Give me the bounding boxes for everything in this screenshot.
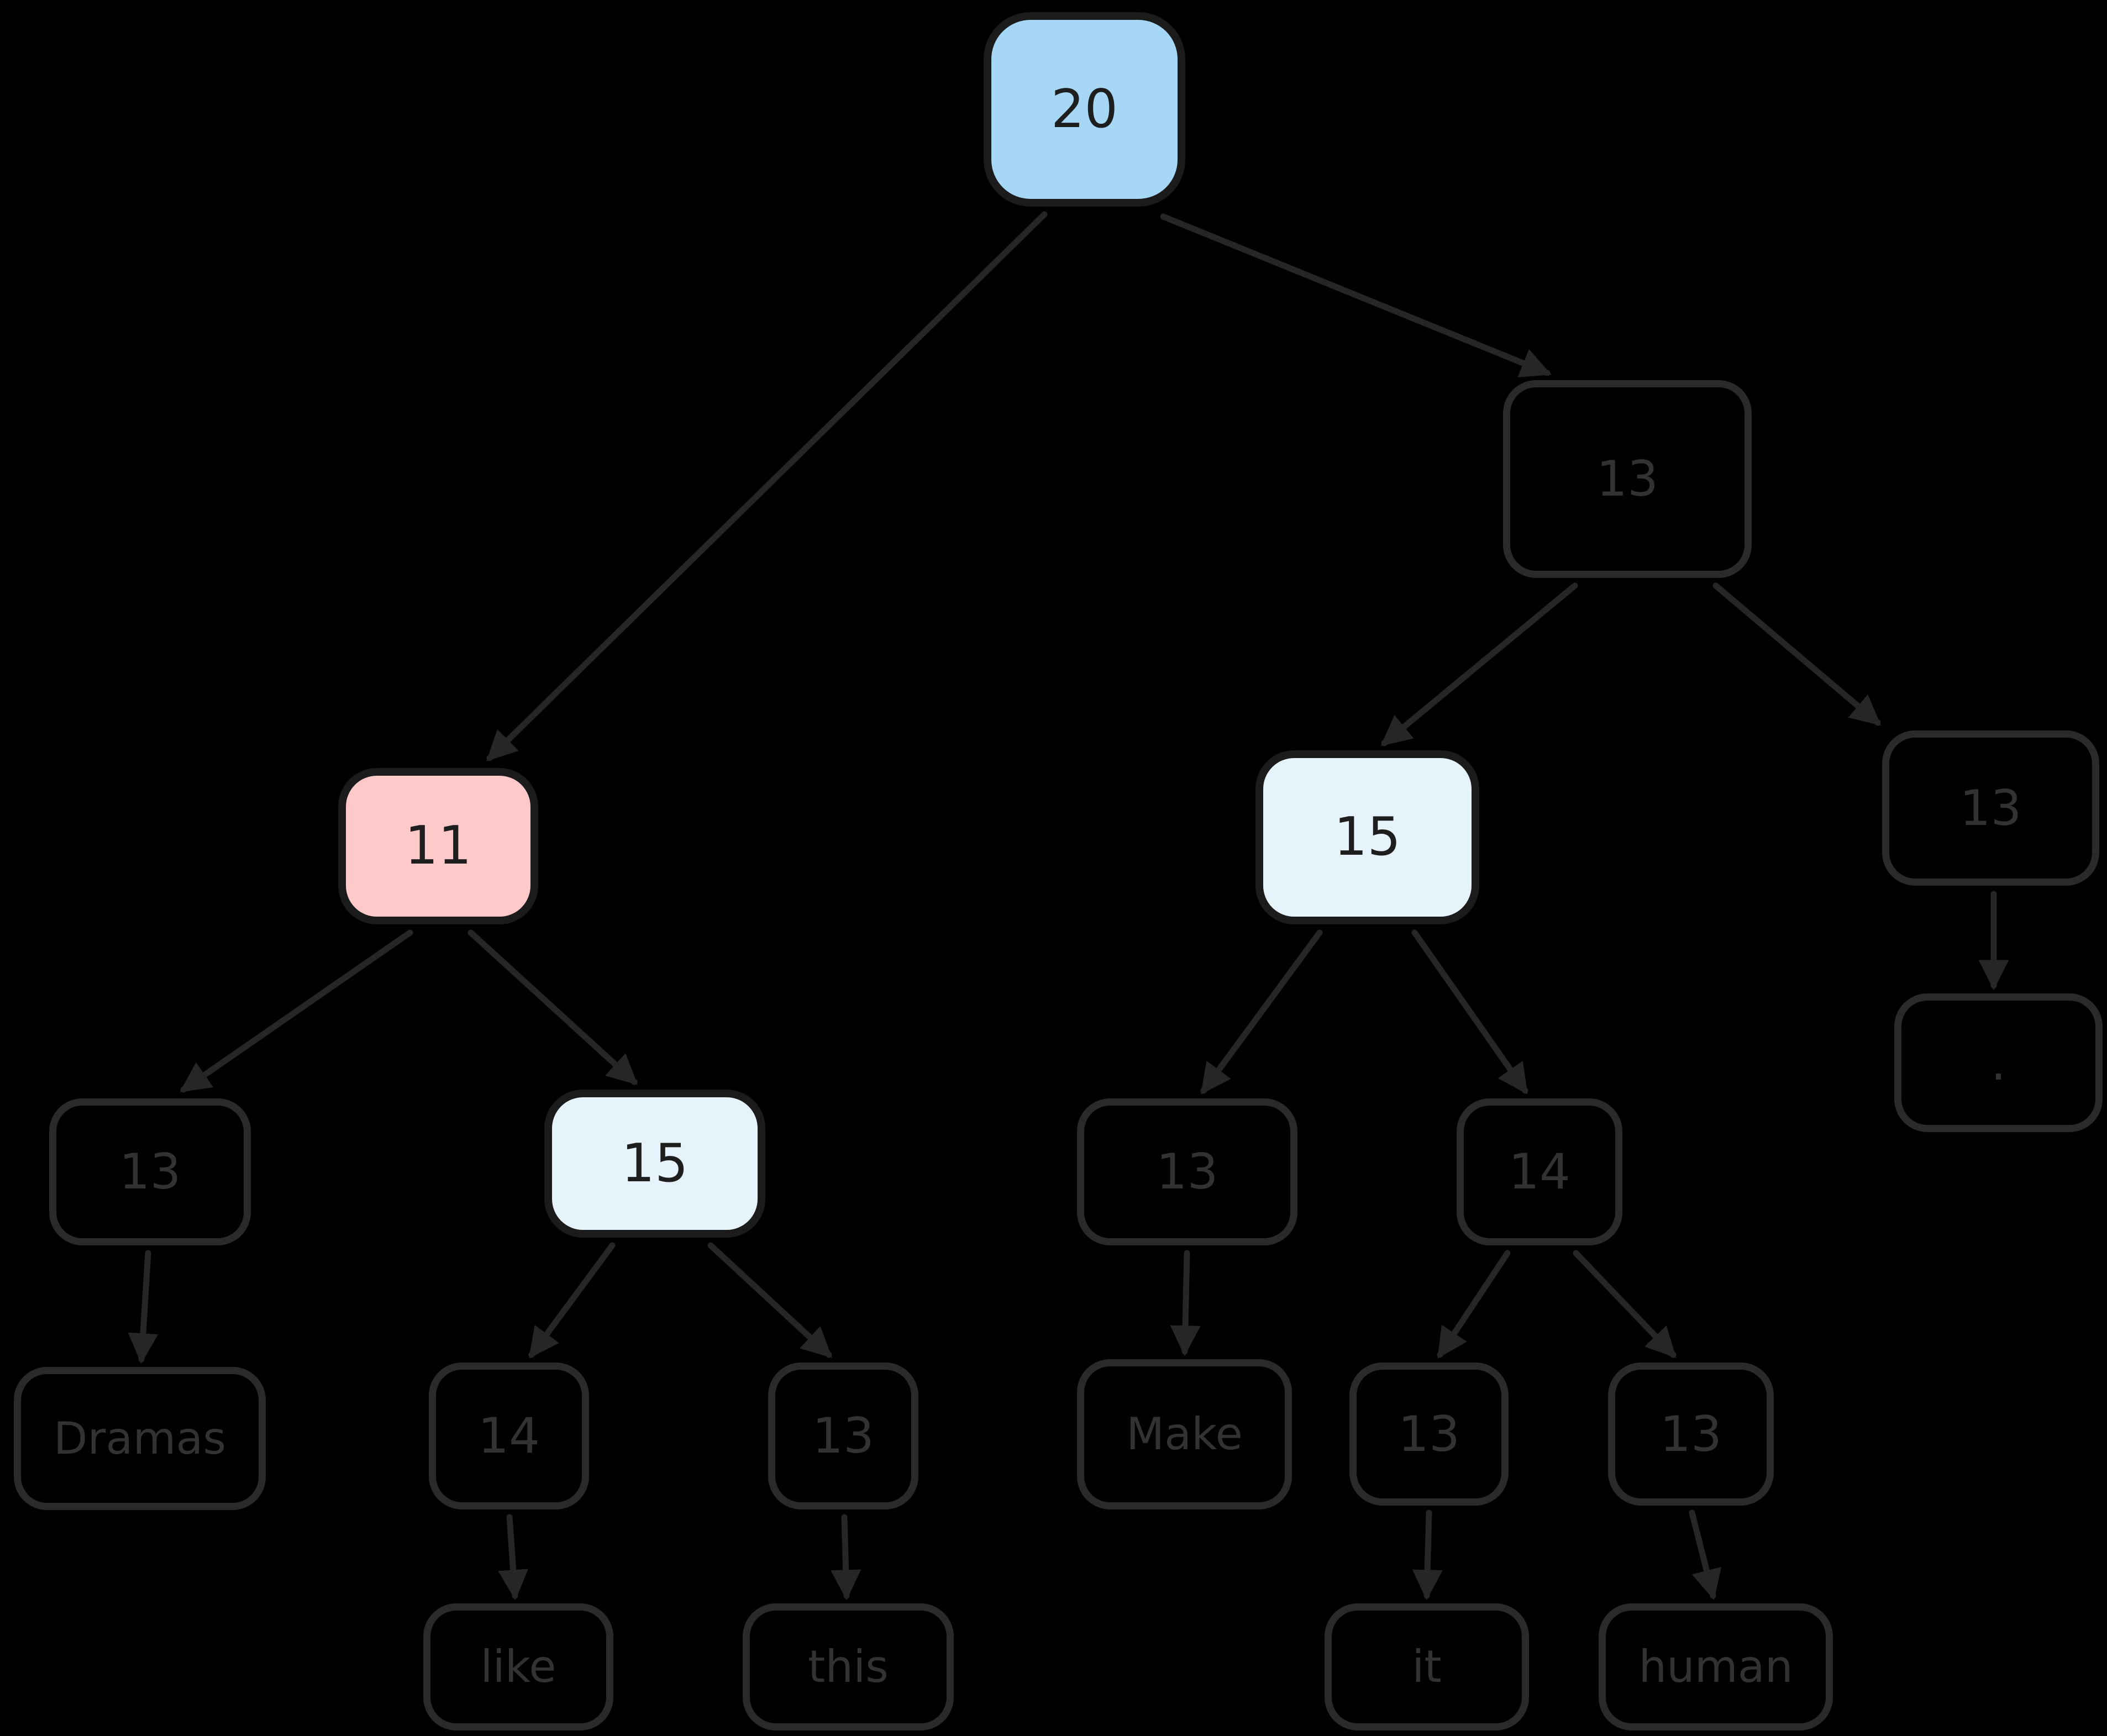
node-label-left-15: 15 xyxy=(621,1133,689,1194)
node-label-this-13: 13 xyxy=(812,1407,874,1464)
edge-root-20-to-right-13 xyxy=(1160,213,1552,377)
node-label-root-20: 20 xyxy=(1051,78,1118,140)
node-label-like: like xyxy=(480,1641,556,1692)
tree-node-human-13: 13 xyxy=(1608,1363,1774,1506)
tree-node-like-14: 14 xyxy=(429,1363,589,1509)
edge-like-14-to-like xyxy=(498,1514,529,1601)
node-label-right-13: 13 xyxy=(1596,450,1658,507)
tree-node-right-13: 13 xyxy=(1503,380,1752,578)
tree-node-root-20: 20 xyxy=(984,12,1185,207)
tree-node-mid-14: 14 xyxy=(1457,1098,1622,1245)
edge-human-13-to-human xyxy=(1689,1509,1722,1600)
node-label-human-13: 13 xyxy=(1660,1405,1722,1463)
edge-right-13-to-far-right-13 xyxy=(1712,582,1882,726)
tree-node-far-right-13: 13 xyxy=(1882,730,2099,886)
edge-this-13-to-this xyxy=(831,1514,861,1601)
tree-node-left-15: 15 xyxy=(544,1090,765,1238)
tree-node-right-15: 15 xyxy=(1255,750,1479,924)
node-label-left-11: 11 xyxy=(404,816,472,876)
node-label-this: this xyxy=(808,1641,889,1692)
edge-right-15-to-mid-14 xyxy=(1411,929,1528,1095)
node-label-far-right-13: 13 xyxy=(1959,779,2022,837)
node-label-make-13: 13 xyxy=(1156,1143,1218,1200)
edge-mid-14-to-it-13 xyxy=(1437,1250,1511,1359)
node-label-dramas-13: 13 xyxy=(119,1143,181,1200)
tree-node-period-box: . xyxy=(1894,993,2103,1132)
tree-node-make-13: 13 xyxy=(1077,1098,1297,1245)
node-label-make: Make xyxy=(1126,1408,1243,1460)
tree-node-this: this xyxy=(743,1603,954,1730)
edge-left-11-to-dramas-13 xyxy=(180,929,413,1093)
tree-node-make: Make xyxy=(1077,1359,1292,1509)
node-label-it: it xyxy=(1412,1641,1442,1692)
edge-right-13-to-right-15 xyxy=(1380,582,1578,746)
node-label-like-14: 14 xyxy=(478,1407,540,1464)
edge-right-15-to-make-13 xyxy=(1200,929,1323,1095)
tree-node-it-13: 13 xyxy=(1349,1363,1509,1506)
edge-root-20-to-left-11 xyxy=(486,211,1048,761)
edge-left-15-to-this-13 xyxy=(707,1242,833,1358)
edge-left-11-to-left-15 xyxy=(467,929,638,1085)
tree-node-human: human xyxy=(1599,1603,1833,1730)
tree-node-it: it xyxy=(1325,1603,1529,1730)
node-label-it-13: 13 xyxy=(1398,1405,1460,1463)
edge-dramas-13-to-dramas xyxy=(128,1250,159,1364)
tree-node-left-11: 11 xyxy=(338,768,538,924)
node-label-human: human xyxy=(1638,1641,1793,1692)
node-label-mid-14: 14 xyxy=(1509,1143,1570,1200)
edge-mid-14-to-human-13 xyxy=(1573,1250,1677,1358)
tree-node-dramas-13: 13 xyxy=(49,1098,251,1245)
node-label-right-15: 15 xyxy=(1334,807,1401,867)
node-label-period-box: . xyxy=(1990,1034,2006,1091)
tree-node-this-13: 13 xyxy=(768,1363,918,1509)
edge-left-15-to-like-14 xyxy=(528,1242,616,1359)
edge-make-13-to-make xyxy=(1170,1250,1201,1356)
tree-node-like: like xyxy=(423,1603,613,1730)
node-label-dramas: Dramas xyxy=(53,1412,227,1464)
edge-it-13-to-it xyxy=(1412,1509,1443,1601)
tree-node-dramas: Dramas xyxy=(14,1367,266,1510)
